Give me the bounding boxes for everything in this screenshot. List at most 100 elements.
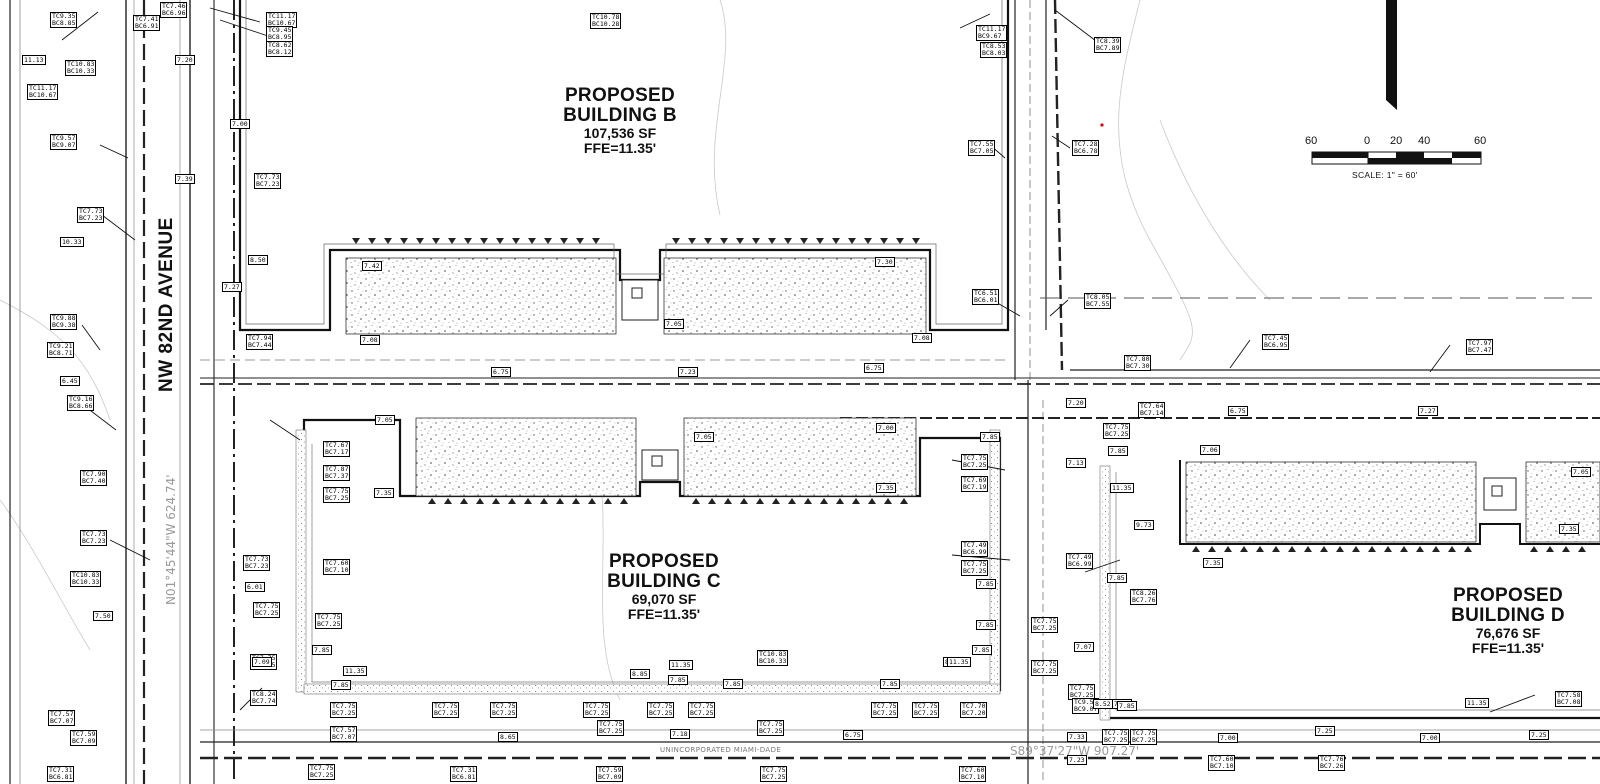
dock-door-marker bbox=[1240, 546, 1248, 552]
bottom-of-curb-value: BC10.33 bbox=[67, 67, 95, 75]
bottom-of-curb-value: BC7.20 bbox=[962, 709, 986, 717]
dock-door-marker bbox=[1192, 546, 1200, 552]
bottom-of-curb-value: BC8.03 bbox=[982, 49, 1006, 57]
top-of-curb-value: TC7.67 bbox=[325, 441, 349, 449]
top-of-curb-value: TC7.75 bbox=[914, 702, 938, 710]
dock-door-marker bbox=[868, 498, 876, 504]
dock-door-marker bbox=[816, 238, 824, 244]
spot-elevation-label: 7.08 bbox=[912, 333, 932, 343]
dock-door-marker bbox=[848, 238, 856, 244]
dock-door-marker bbox=[512, 238, 520, 244]
bottom-of-curb-value: BC7.23 bbox=[256, 180, 280, 188]
bottom-of-curb-value: BC7.10 bbox=[1210, 762, 1234, 770]
building-c-label: PROPOSED BUILDING C 69,070 SF FFE=11.35' bbox=[596, 552, 732, 621]
spot-elevation-label: 7.85 bbox=[980, 432, 1000, 442]
spot-elevation-label: 11.13 bbox=[22, 55, 46, 65]
bottom-of-curb-value: BC6.91 bbox=[135, 22, 159, 30]
top-of-curb-value: TC7.94 bbox=[248, 334, 272, 342]
dock-door-marker bbox=[592, 238, 600, 244]
bottom-of-curb-value: BC7.47 bbox=[1468, 346, 1492, 354]
bottom-of-curb-value: BC7.25 bbox=[762, 773, 786, 781]
top-of-curb-value: TC7.59 bbox=[598, 766, 622, 774]
bottom-of-curb-value: BC7.25 bbox=[310, 771, 334, 779]
dock-door-marker bbox=[544, 238, 552, 244]
bottom-of-curb-value: BC7.74 bbox=[252, 697, 276, 705]
top-of-curb-value: TC7.75 bbox=[1033, 660, 1057, 668]
spot-elevation-label: 7.85 bbox=[972, 645, 992, 655]
dock-door-marker bbox=[912, 238, 920, 244]
bottom-of-curb-value: BC9.07 bbox=[52, 141, 76, 149]
building-d-outline bbox=[1099, 460, 1600, 721]
bottom-of-curb-value: BC8.12 bbox=[268, 48, 292, 56]
top-of-curb-value: TC8.05 bbox=[1086, 293, 1110, 301]
top-of-curb-value: TC7.76 bbox=[1320, 755, 1344, 763]
bottom-of-curb-value: BC7.44 bbox=[248, 341, 272, 349]
top-of-curb-value: TC7.57 bbox=[50, 710, 74, 718]
bottom-of-curb-value: BC7.25 bbox=[599, 727, 623, 735]
dock-door-marker bbox=[800, 238, 808, 244]
top-of-curb-value: TC7.75 bbox=[963, 454, 987, 462]
building-b-dock-doors bbox=[352, 238, 920, 244]
top-of-curb-value: TC9.57 bbox=[1074, 698, 1098, 706]
spot-elevation-label: 7.07 bbox=[1074, 642, 1094, 652]
scale-bar bbox=[1311, 151, 1482, 165]
bottom-of-curb-value: BC7.25 bbox=[914, 709, 938, 717]
top-of-curb-value: TC8.24 bbox=[252, 690, 276, 698]
dock-door-marker bbox=[736, 238, 744, 244]
top-of-curb-value: TC7.75 bbox=[690, 702, 714, 710]
dock-door-marker bbox=[432, 238, 440, 244]
top-of-curb-value: TC8.62 bbox=[268, 41, 292, 49]
top-of-curb-value: TC9.57 bbox=[52, 134, 76, 142]
scale-tick-label: 0 bbox=[1364, 135, 1371, 147]
top-of-curb-value: TC7.90 bbox=[82, 470, 106, 478]
top-of-curb-value: TC7.75 bbox=[759, 720, 783, 728]
top-of-curb-value: TC7.49 bbox=[963, 541, 987, 549]
dock-door-marker bbox=[1352, 546, 1360, 552]
top-of-curb-value: TC7.60 bbox=[961, 766, 985, 774]
bottom-of-curb-value: BC10.28 bbox=[592, 20, 620, 28]
west-boundary-bearing: N01°45'44"W 624.74' bbox=[164, 474, 178, 605]
dock-door-marker bbox=[556, 498, 564, 504]
scale-tick-label: 40 bbox=[1418, 135, 1431, 147]
top-of-curb-value: TC9.35 bbox=[52, 12, 76, 20]
building-c-area: 69,070 SF bbox=[631, 590, 697, 607]
spot-elevation-label: 7.85 bbox=[976, 579, 996, 589]
nw-82nd-avenue-corridor bbox=[9, 0, 235, 784]
top-of-curb-value: TC7.75 bbox=[599, 720, 623, 728]
spot-elevation-label: 10.33 bbox=[60, 237, 84, 247]
spot-elevation-label: 11.35 bbox=[343, 666, 367, 676]
spot-elevation-label: 7.00 bbox=[1218, 733, 1238, 743]
spot-elevation-label: 8.85 bbox=[630, 669, 650, 679]
top-of-curb-value: TC10.78 bbox=[592, 13, 620, 21]
dock-door-marker bbox=[672, 238, 680, 244]
bottom-of-curb-value: BC7.07 bbox=[50, 717, 74, 725]
spot-elevation-label: 7.42 bbox=[362, 261, 382, 271]
spot-elevation-label: 7.85 bbox=[668, 675, 688, 685]
dock-door-marker bbox=[1384, 546, 1392, 552]
top-of-curb-value: TC7.75 bbox=[1033, 617, 1057, 625]
building-d-area: 76,676 SF bbox=[1475, 624, 1541, 641]
spot-elevation-label: 11.35 bbox=[1465, 698, 1489, 708]
spot-elevation-label: 7.05 bbox=[664, 319, 684, 329]
bottom-of-curb-value: BC6.78 bbox=[1074, 147, 1098, 155]
dock-door-marker bbox=[620, 498, 628, 504]
